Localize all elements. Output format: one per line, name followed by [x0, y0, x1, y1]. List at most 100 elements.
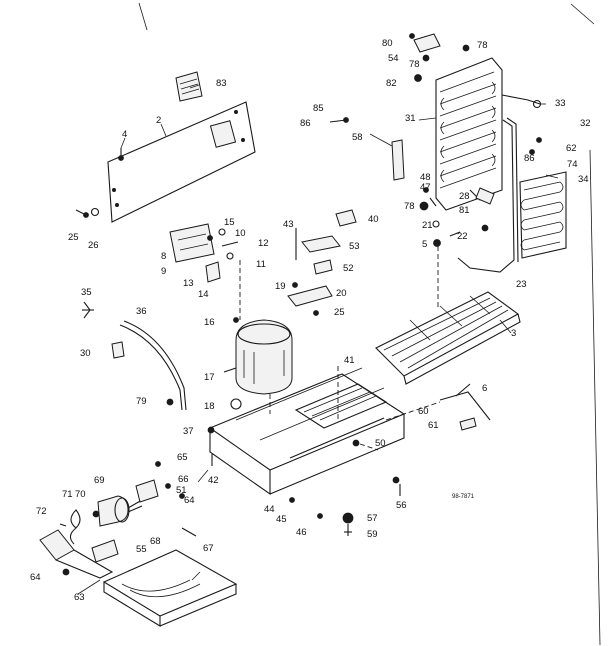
fan-motor [59, 461, 185, 545]
callout-label: 14 [198, 289, 209, 300]
callout-label: 46 [296, 527, 307, 538]
callout-label: 86 [524, 153, 535, 164]
callout-label: 52 [343, 263, 354, 274]
callout-label: 83 [216, 78, 227, 89]
clip-85 [329, 117, 349, 123]
callout-label: 45 [276, 514, 287, 525]
callout-label: 42 [208, 475, 219, 486]
frame-edges [138, 2, 601, 646]
relation-lines [269, 394, 441, 451]
callout-label: 82 [386, 78, 397, 89]
callout-label: 51 [176, 485, 187, 496]
callout-label: 8 [161, 251, 166, 262]
callout-label: 43 [283, 219, 294, 230]
callout-label: 74 [567, 159, 578, 170]
callout-label: 56 [396, 500, 407, 511]
callout-label: 11 [256, 259, 266, 270]
callout-label: 21 [422, 220, 433, 231]
callout-label: 25 [334, 307, 345, 318]
callout-label: 78 [409, 59, 420, 70]
callout-label: 4 [122, 129, 127, 140]
heater-coil [519, 171, 567, 259]
callout-label: 55 [136, 544, 147, 555]
callout-label: 23 [516, 279, 527, 290]
top-bracket [409, 33, 470, 82]
relay-assembly [169, 223, 239, 283]
callout-label: 64 [184, 495, 195, 506]
callout-label: 32 [580, 118, 591, 129]
callout-label: 81 [459, 205, 470, 216]
panel-screws [75, 148, 124, 218]
callout-label: 59 [367, 529, 378, 540]
back-cover-panel [107, 101, 256, 223]
callout-label: 58 [352, 132, 363, 143]
compressor [223, 260, 293, 410]
callout-label: 78 [404, 201, 415, 212]
diagram-code: 98-7871 [452, 494, 475, 500]
leader-lines [77, 84, 559, 595]
callout-label: 48 [420, 172, 431, 183]
callout-label: 67 [203, 543, 214, 554]
bracket-60 [439, 383, 491, 431]
callout-label: 16 [204, 317, 215, 328]
callout-label: 60 [418, 406, 429, 417]
callout-label: 40 [368, 214, 379, 225]
fan-bracket [39, 529, 119, 579]
callout-label: 26 [88, 240, 99, 251]
callout-label: 33 [555, 98, 566, 109]
callout-label: 18 [204, 401, 215, 412]
callout-label: 50 [375, 438, 386, 449]
callout-label: 53 [349, 241, 360, 252]
callout-label: 36 [136, 306, 147, 317]
callout-label: 10 [235, 228, 246, 239]
callout-label: 35 [81, 287, 92, 298]
callout-label: 57 [367, 513, 378, 524]
callout-label: 47 [420, 182, 431, 193]
callout-label: 12 [258, 238, 269, 249]
callout-label: 6 [482, 383, 487, 394]
tube-58 [391, 139, 405, 181]
callout-label: 71 [62, 489, 73, 500]
callout-label: 2 [156, 115, 161, 126]
callout-label: 19 [275, 281, 286, 292]
fasteners-lower [207, 426, 401, 536]
callout-label: 78 [477, 40, 488, 51]
discharge-tube [82, 301, 187, 411]
callout-label: 41 [344, 355, 355, 366]
callout-label: 31 [405, 113, 416, 124]
callout-label: 25 [68, 232, 79, 243]
callout-label: 3 [511, 328, 516, 339]
drain-pan [294, 383, 388, 429]
callout-label: 22 [457, 231, 468, 242]
callout-label: 62 [566, 143, 577, 154]
label-plate [175, 71, 203, 102]
callout-label: 70 [75, 489, 86, 500]
callout-label: 28 [459, 191, 470, 202]
callout-label: 20 [336, 288, 347, 299]
callout-label: 68 [150, 536, 161, 547]
callout-label: 44 [264, 504, 275, 515]
callout-label: 54 [388, 53, 399, 64]
callout-label: 72 [36, 506, 47, 517]
callout-label: 63 [74, 592, 85, 603]
callout-label: 86 [300, 118, 311, 129]
callout-label: 17 [204, 372, 215, 383]
callout-label: 5 [422, 239, 427, 250]
bottom-drain-pan [102, 527, 238, 627]
callout-label: 13 [183, 278, 194, 289]
callout-label: 80 [382, 38, 393, 49]
callout-label: 9 [161, 266, 166, 277]
mount-brackets [287, 209, 357, 316]
callout-label: 61 [428, 420, 439, 431]
callout-label: 65 [177, 452, 188, 463]
callout-label: 64 [30, 572, 41, 583]
callout-label: 85 [313, 103, 324, 114]
callout-labels: 80 54 78 78 82 31 33 32 62 86 74 34 85 8… [30, 38, 591, 603]
callout-label: 34 [578, 174, 589, 185]
callout-label: 37 [183, 426, 194, 437]
callout-label: 69 [94, 475, 105, 486]
condenser-coil [435, 57, 503, 211]
drier-parts [419, 187, 495, 310]
tubing-right [457, 94, 542, 273]
